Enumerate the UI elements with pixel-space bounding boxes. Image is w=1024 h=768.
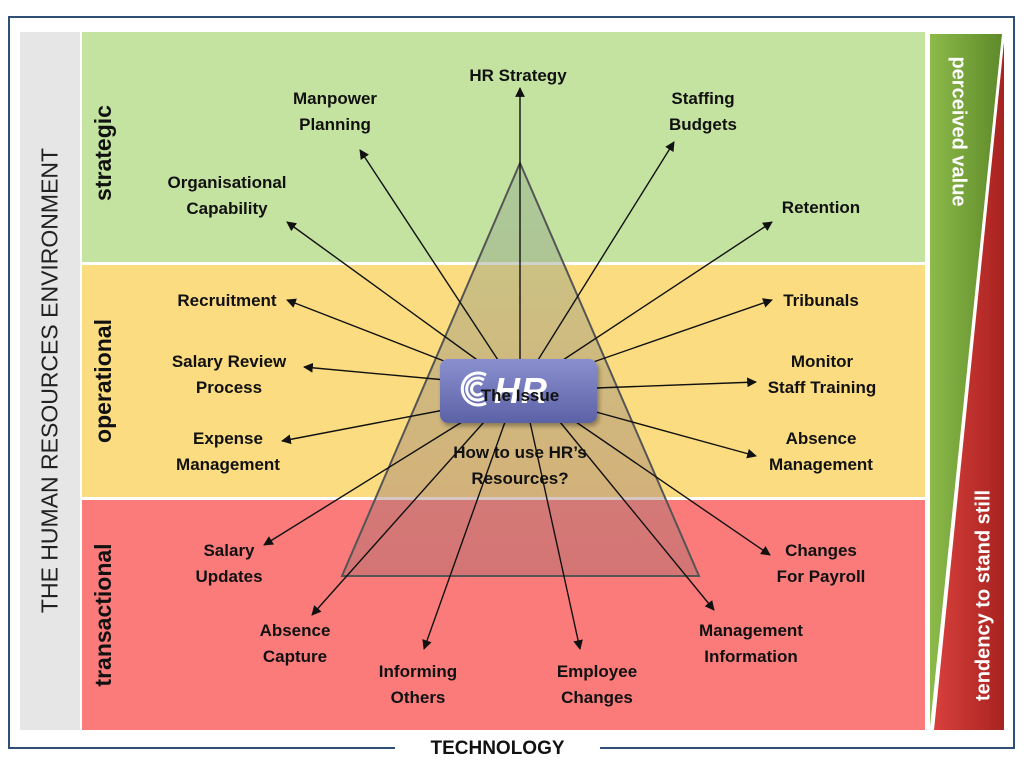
node-employee-changes: Employee Changes <box>556 662 638 707</box>
arrow-tribunals <box>575 298 773 369</box>
arrow-staffing-budgets <box>537 141 675 361</box>
tendency-wedge <box>934 42 1004 730</box>
issue-label: The Issue <box>480 386 560 405</box>
perceived-value-label: perceived value <box>947 56 970 207</box>
arrow-group <box>263 87 773 650</box>
node-absence-capture: Absence Capture <box>259 621 331 666</box>
node-salary-review-process: Salary Review Process <box>171 352 287 397</box>
node-hr-strategy: HR Strategy <box>469 66 567 85</box>
node-management-information: Management Information <box>699 621 803 666</box>
hr-logo-icon <box>460 371 487 407</box>
node-salary-updates: Salary Updates <box>195 541 263 586</box>
node-recruitment: Recruitment <box>177 291 277 310</box>
technology-label: TECHNOLOGY <box>430 738 565 759</box>
arrow-salary-review <box>303 362 447 381</box>
arrow-retention <box>559 221 773 363</box>
environment-strip <box>20 32 80 730</box>
technology-gap <box>395 742 600 756</box>
arrow-salary-updates <box>263 421 463 546</box>
node-organisational-capability: Organisational Capability <box>167 173 287 218</box>
arrow-management-info <box>559 421 715 611</box>
arrow-monitor-training <box>595 377 757 389</box>
node-staffing-budgets: Staffing Budgets <box>669 89 737 134</box>
node-absence-management: Absence Management <box>769 429 873 474</box>
arrow-recruitment <box>286 298 463 369</box>
arrow-changes-payroll <box>575 421 771 556</box>
node-informing-others: Informing Others <box>378 662 458 707</box>
arrow-organisational <box>286 221 481 363</box>
node-retention: Retention <box>781 198 861 217</box>
node-tribunals: Tribunals <box>783 291 859 310</box>
arrow-informing-others <box>422 421 506 650</box>
node-changes-for-payroll: Changes For Payroll <box>776 541 866 586</box>
tendency-label: tendency to stand still <box>972 489 995 702</box>
arrow-absence-management <box>595 411 757 459</box>
arrow-absence-capture <box>311 421 485 616</box>
arrow-manpower-planning <box>359 149 499 361</box>
arrow-expense <box>281 409 445 445</box>
hr-logo-text: HR <box>494 370 548 411</box>
node-manpower-planning: Manpower Planning <box>292 89 378 134</box>
side-wedges <box>930 34 1004 730</box>
perceived-value-wedge <box>930 34 1002 727</box>
arrow-employee-changes <box>529 421 583 650</box>
question-label: How to use HR’s Resources? <box>453 443 587 488</box>
node-monitor-staff-training: Monitor Staff Training <box>767 352 877 397</box>
node-expense-management: Expense Management <box>176 429 280 474</box>
